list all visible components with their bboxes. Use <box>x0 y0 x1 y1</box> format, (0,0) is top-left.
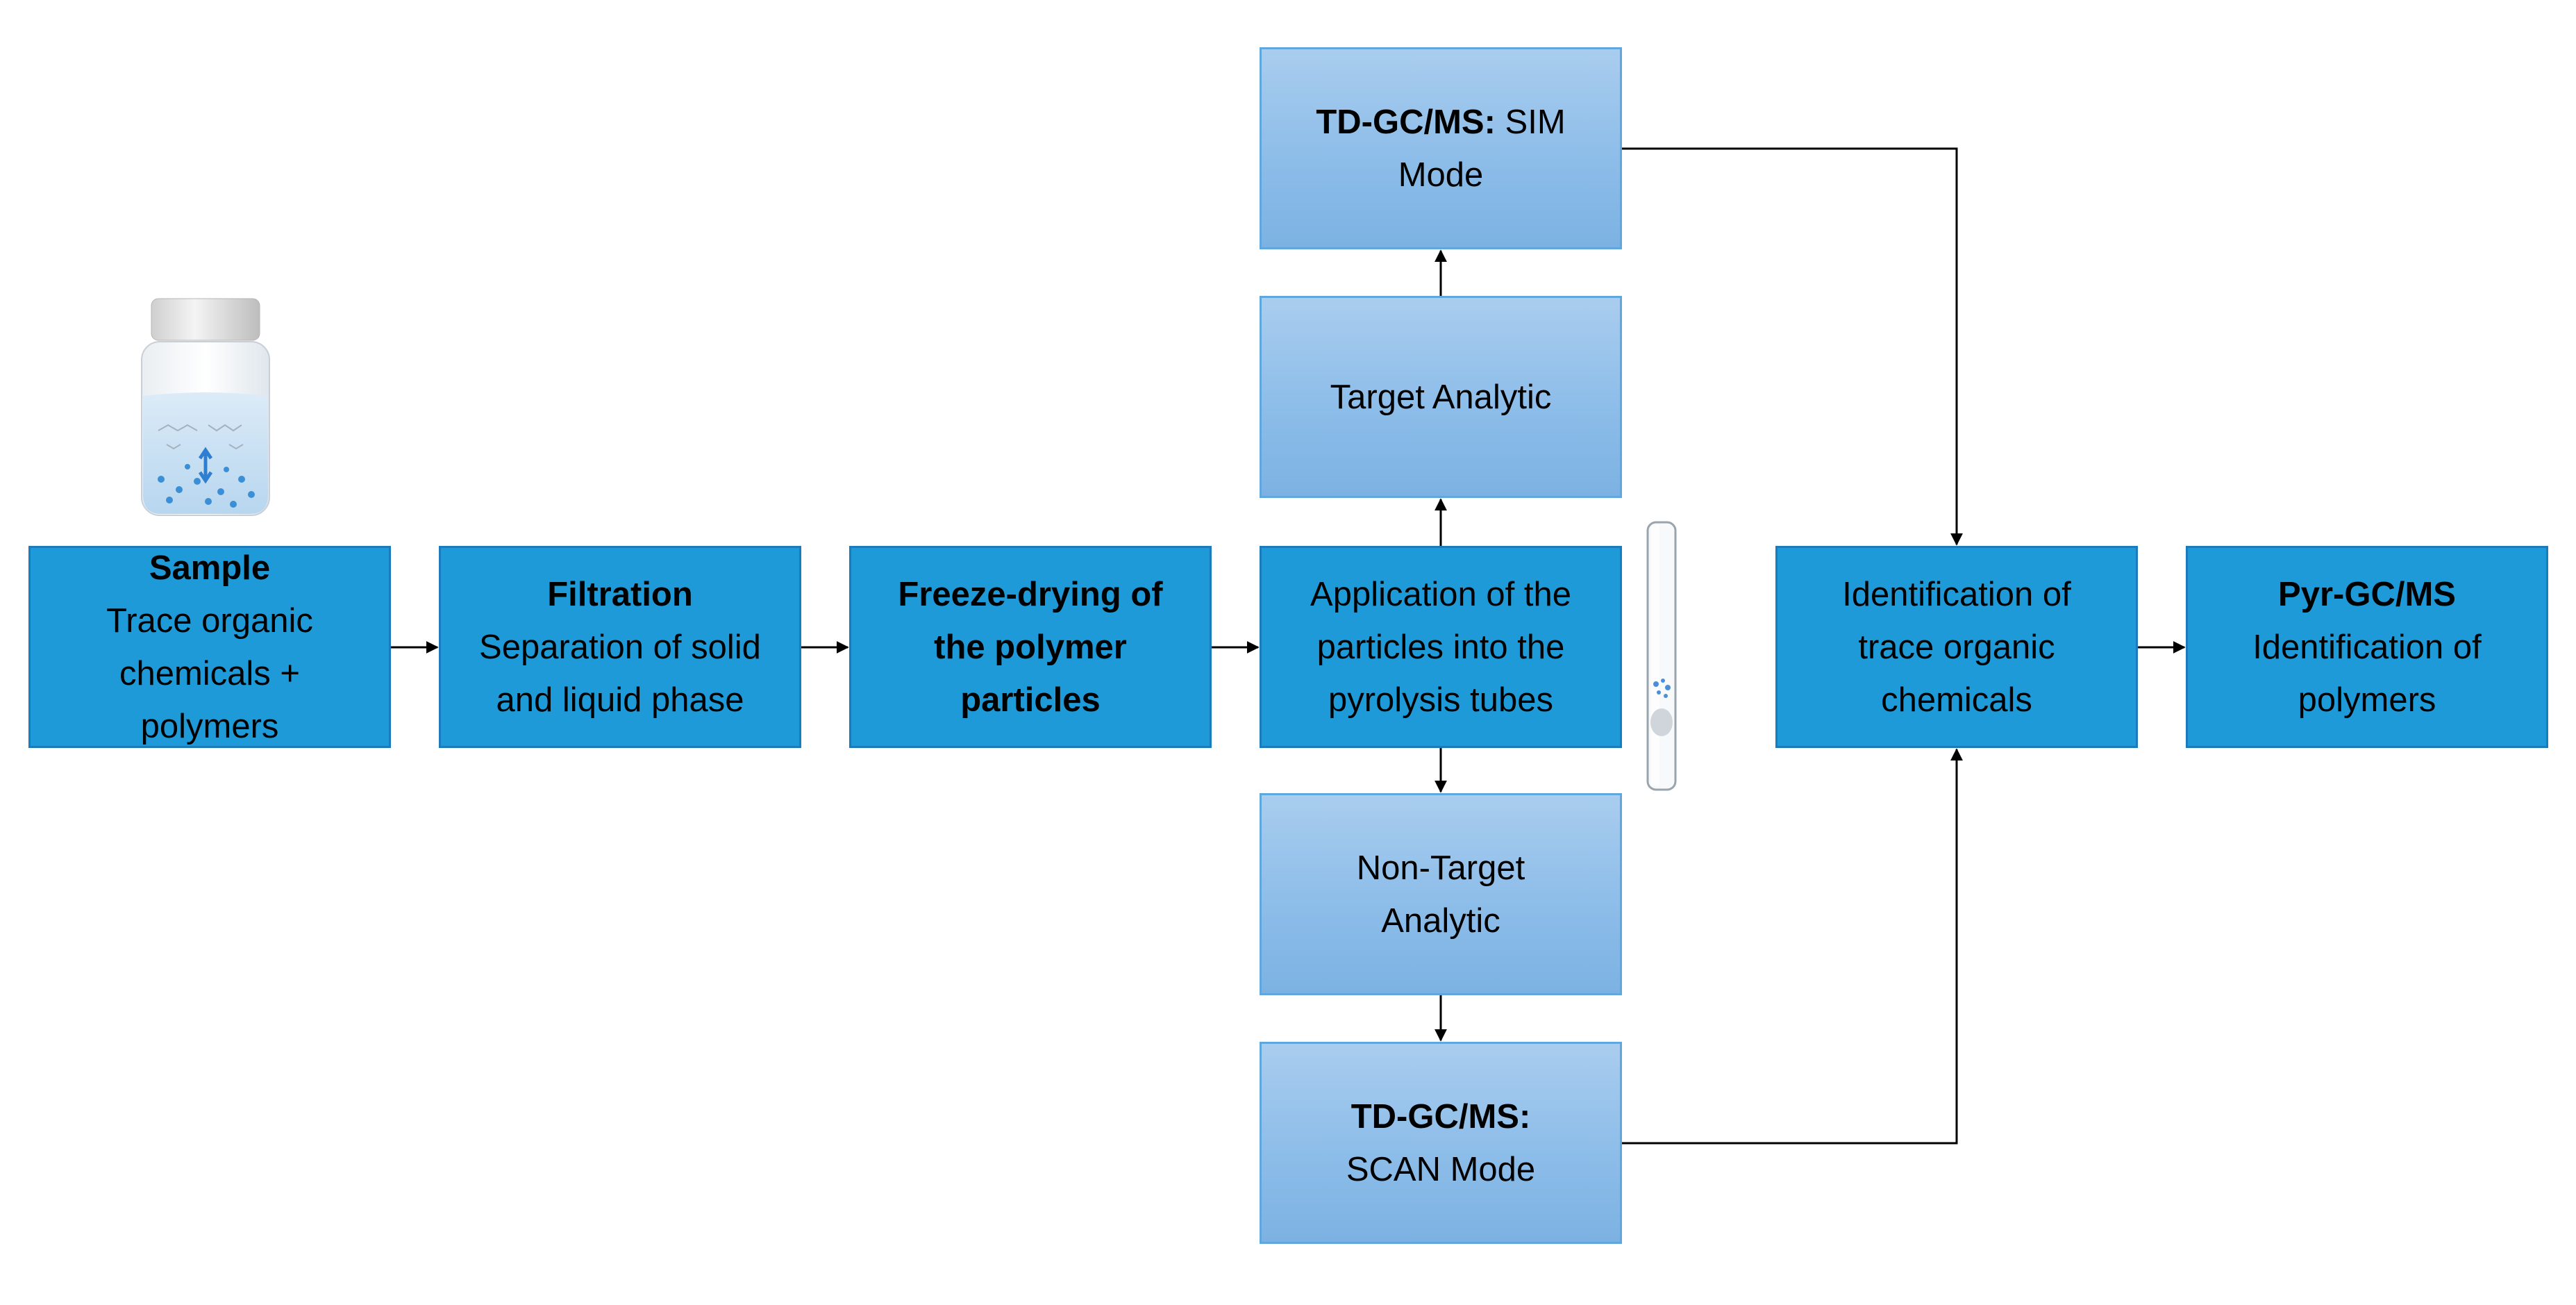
target-analytic-box: Target Analytic <box>1260 296 1622 498</box>
ident-line-2: trace organic <box>1858 628 2055 666</box>
application-box: Application of the particles into the py… <box>1260 546 1622 748</box>
td-gcms-sim-box: TD-GC/MS: SIM Mode <box>1260 47 1622 249</box>
pyr-line-2: polymers <box>2298 681 2436 719</box>
nontarget-line-2: Analytic <box>1381 901 1500 940</box>
nontarget-line-1: Non-Target <box>1356 849 1525 887</box>
sample-line-3: polymers <box>140 707 279 745</box>
scan-line-1: SCAN Mode <box>1346 1150 1536 1188</box>
sample-line-1: Trace organic <box>106 601 313 640</box>
filtration-box: Filtration Separation of solid and liqui… <box>439 546 801 748</box>
filtration-line-1: Separation of solid <box>479 628 761 666</box>
freeze-line-3: particles <box>960 681 1101 719</box>
freeze-line-1: Freeze-drying of <box>898 575 1163 613</box>
ident-line-3: chemicals <box>1881 681 2032 719</box>
freeze-drying-box: Freeze-drying of the polymer particles <box>849 546 1212 748</box>
td-gcms-scan-box: TD-GC/MS: SCAN Mode <box>1260 1042 1622 1244</box>
sim-line-2: Mode <box>1398 156 1484 194</box>
pyr-gcms-box: Pyr-GC/MS Identification of polymers <box>2186 546 2548 748</box>
pyr-title: Pyr-GC/MS <box>2278 575 2456 613</box>
identification-box: Identification of trace organic chemical… <box>1775 546 2138 748</box>
non-target-analytic-box: Non-Target Analytic <box>1260 793 1622 995</box>
pyr-line-1: Identification of <box>2252 628 2482 666</box>
sample-line-2: chemicals + <box>119 654 301 692</box>
sim-line-1: TD-GC/MS: SIM <box>1316 96 1565 149</box>
application-line-2: particles into the <box>1316 628 1565 666</box>
sample-title: Sample <box>149 549 271 587</box>
arrow-sim-identification <box>1622 147 1963 546</box>
ident-line-1: Identification of <box>1842 575 2071 613</box>
sim-bold-label: TD-GC/MS: <box>1316 103 1496 141</box>
sample-box: Sample Trace organic chemicals + polymer… <box>28 546 391 748</box>
scan-title: TD-GC/MS: <box>1350 1097 1531 1136</box>
filtration-title: Filtration <box>547 575 693 613</box>
target-line-1: Target Analytic <box>1330 378 1552 416</box>
arrow-scan-identification <box>1622 748 1963 1145</box>
application-line-1: Application of the <box>1310 575 1571 613</box>
filtration-line-2: and liquid phase <box>496 681 744 719</box>
application-line-3: pyrolysis tubes <box>1328 681 1554 719</box>
freeze-line-2: the polymer <box>934 628 1127 666</box>
sim-mode-label: SIM <box>1495 103 1566 141</box>
